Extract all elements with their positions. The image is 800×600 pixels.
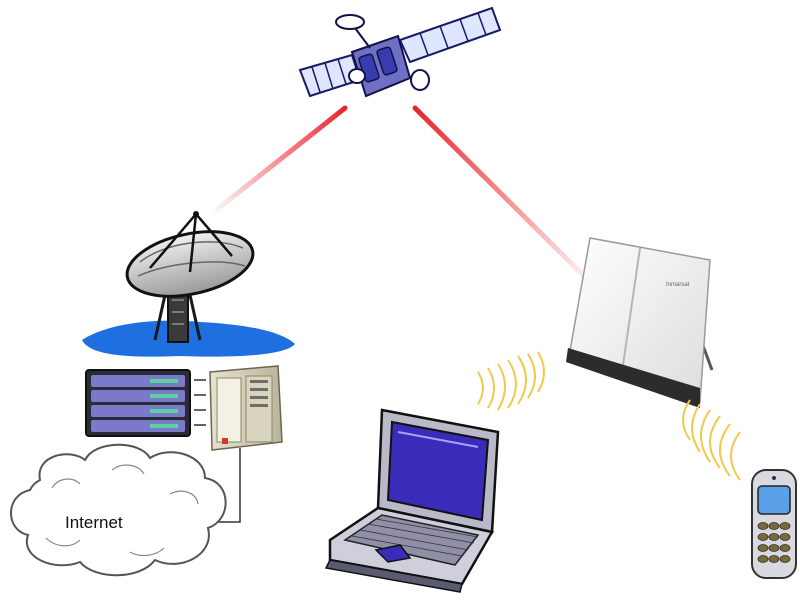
satellite-links bbox=[207, 105, 603, 295]
terminal-brand-label: Inmarsat bbox=[666, 282, 690, 288]
rack-cabinet-connectors bbox=[194, 379, 206, 426]
server-rack-icon bbox=[85, 369, 191, 437]
satellite-dish-icon bbox=[125, 211, 255, 343]
wireless-waves-left bbox=[477, 351, 545, 411]
uplink-beam bbox=[207, 105, 348, 218]
satellite-icon bbox=[298, 6, 502, 98]
internet-label: Internet bbox=[65, 513, 123, 532]
downlink-beam bbox=[412, 105, 603, 295]
internet-cloud-icon: Internet bbox=[10, 443, 227, 577]
equipment-cabinet-icon bbox=[209, 365, 283, 451]
laptop-icon bbox=[324, 408, 500, 593]
network-cable bbox=[214, 448, 241, 523]
wireless-waves-right bbox=[682, 399, 741, 481]
mobile-phone-icon bbox=[751, 469, 797, 579]
satellite-terminal-icon: Inmarsat bbox=[566, 237, 714, 408]
